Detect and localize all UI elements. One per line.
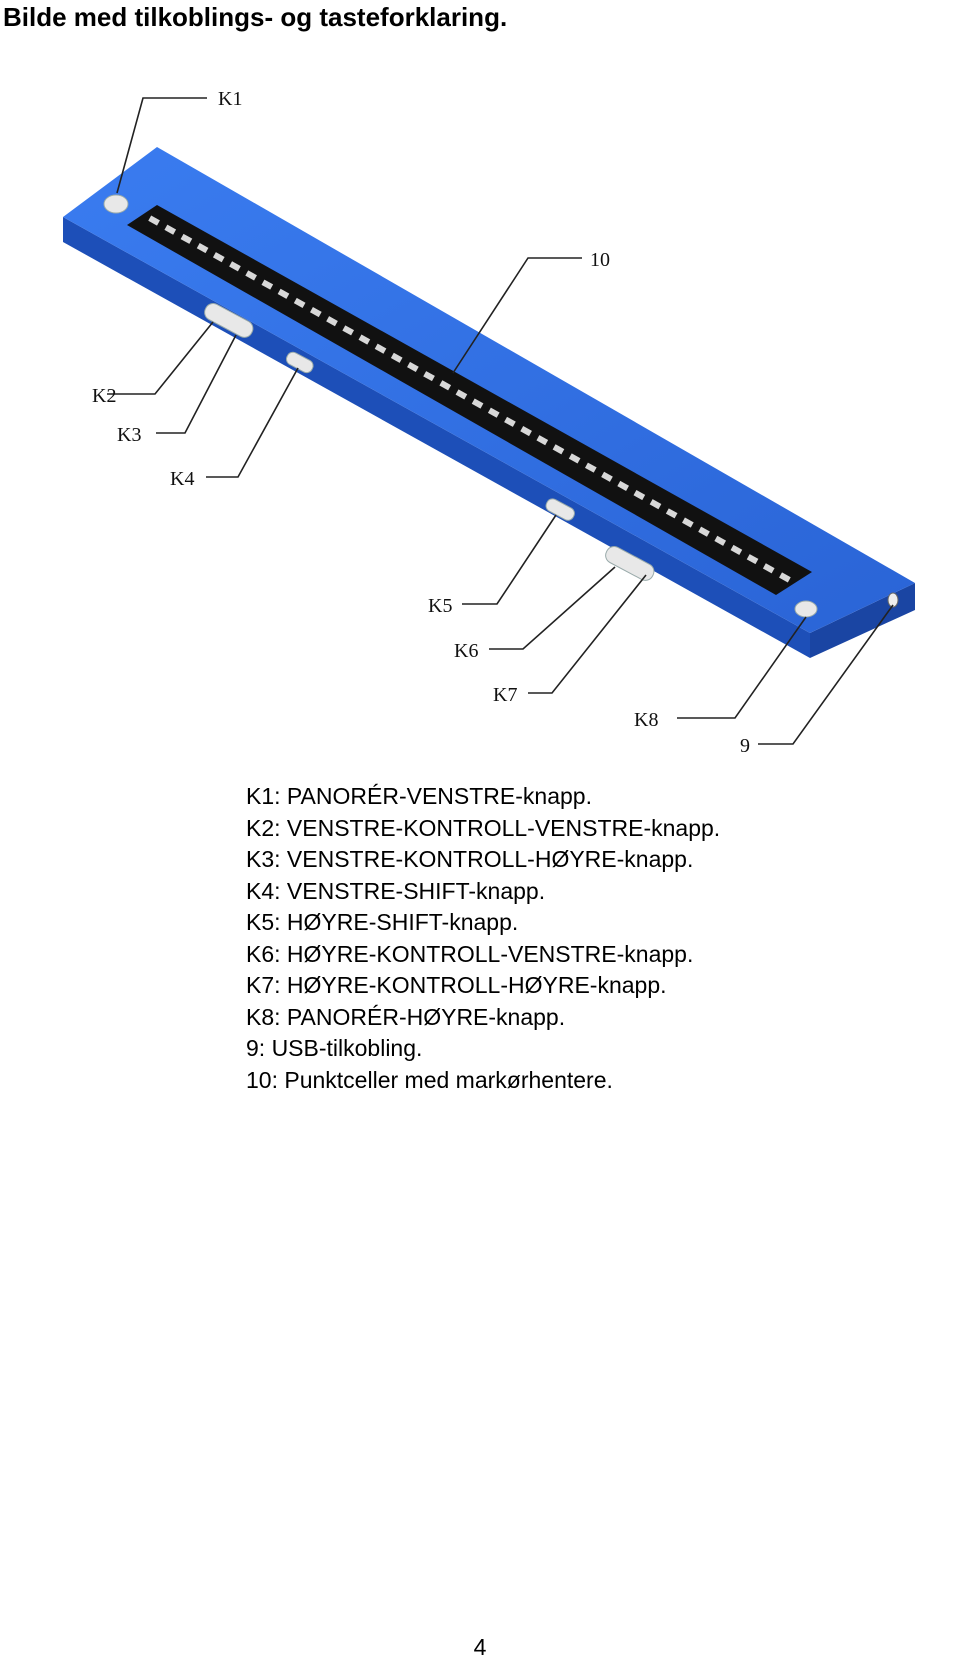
legend-item-9: 9: USB-tilkobling. xyxy=(246,1035,423,1061)
k6-k7-right-control-button[interactable] xyxy=(603,544,657,583)
braille-cell[interactable] xyxy=(698,526,710,537)
device-front-face xyxy=(63,217,810,658)
braille-cell[interactable] xyxy=(261,279,274,290)
braille-cell[interactable] xyxy=(552,444,565,455)
braille-cell[interactable] xyxy=(568,453,581,464)
legend-item-k4: K4: VENSTRE-SHIFT-knapp. xyxy=(246,877,546,904)
braille-cells xyxy=(148,215,791,583)
legend-item-10: 10: Punktceller med markørhentere. xyxy=(246,1066,613,1093)
k4-left-shift-button[interactable] xyxy=(284,350,315,375)
k1-pan-left-button[interactable] xyxy=(103,194,129,214)
braille-cell[interactable] xyxy=(649,499,662,510)
braille-cell[interactable] xyxy=(180,233,193,244)
braille-cell[interactable] xyxy=(520,425,532,437)
callout-9: 9 xyxy=(740,735,750,757)
callout-k3: K3 xyxy=(117,424,141,446)
braille-cell[interactable] xyxy=(164,224,177,235)
braille-cell[interactable] xyxy=(601,471,613,482)
braille-cell[interactable] xyxy=(439,380,452,391)
braille-cell[interactable] xyxy=(536,435,549,446)
callout-k5: K5 xyxy=(428,595,452,617)
callout-k2: K2 xyxy=(92,385,116,407)
legend-item-k5: K5: HØYRE-SHIFT-knapp. xyxy=(246,909,519,935)
braille-cell[interactable] xyxy=(245,270,257,281)
braille-cell[interactable] xyxy=(390,352,403,363)
callout-k6: K6 xyxy=(454,640,478,662)
braille-cell[interactable] xyxy=(374,343,387,354)
braille-cell[interactable] xyxy=(504,416,516,427)
braille-cell[interactable] xyxy=(293,297,306,308)
braille-cell[interactable] xyxy=(423,371,435,382)
braille-cell[interactable] xyxy=(342,325,355,336)
callout-k4: K4 xyxy=(170,468,194,490)
usb-port xyxy=(887,592,899,608)
k8-pan-right-button[interactable] xyxy=(794,600,818,618)
braille-display-figure: K1 10 K2 K3 K4 K5 K6 K7 K8 9 xyxy=(63,88,915,757)
legend-item-k6: K6: HØYRE-KONTROLL-VENSTRE-knapp. xyxy=(246,940,694,967)
braille-cell[interactable] xyxy=(212,252,225,263)
page-number: 4 xyxy=(473,1634,487,1660)
braille-cell[interactable] xyxy=(633,490,646,501)
page-heading: Bilde med tilkoblings- og tasteforklarin… xyxy=(3,2,508,32)
braille-cell[interactable] xyxy=(762,563,775,574)
braille-cell[interactable] xyxy=(730,544,743,556)
braille-cell-strip xyxy=(127,205,812,595)
button-legend: K1: PANORÉR-VENSTRE-knapp. K2: VENSTRE-K… xyxy=(246,781,720,1096)
braille-cell[interactable] xyxy=(455,389,468,400)
braille-cell[interactable] xyxy=(326,316,338,327)
k5-right-shift-button[interactable] xyxy=(544,497,577,523)
braille-cell[interactable] xyxy=(584,462,597,473)
braille-cell[interactable] xyxy=(714,535,727,546)
braille-cell[interactable] xyxy=(665,508,678,519)
braille-cell[interactable] xyxy=(471,398,484,409)
callout-lines xyxy=(107,97,894,745)
braille-cell[interactable] xyxy=(407,361,419,373)
legend-item-k8: K8: PANORÉR-HØYRE-knapp. xyxy=(246,1003,566,1030)
callout-k8: K8 xyxy=(634,709,658,731)
braille-cell[interactable] xyxy=(277,288,290,299)
legend-item-k7: K7: HØYRE-KONTROLL-HØYRE-knapp. xyxy=(246,972,667,998)
legend-item-k1: K1: PANORÉR-VENSTRE-knapp. xyxy=(246,783,592,809)
braille-cell[interactable] xyxy=(229,261,241,272)
braille-cell[interactable] xyxy=(148,215,160,226)
k2-k3-left-control-button[interactable] xyxy=(202,301,256,340)
braille-cell[interactable] xyxy=(358,334,371,345)
braille-cell[interactable] xyxy=(746,554,759,565)
callout-k7: K7 xyxy=(493,684,517,706)
braille-cell[interactable] xyxy=(779,572,791,583)
braille-cell[interactable] xyxy=(617,480,629,491)
braille-cell[interactable] xyxy=(487,407,500,418)
braille-cell[interactable] xyxy=(310,307,322,318)
braille-cell[interactable] xyxy=(682,517,694,528)
callout-k1: K1 xyxy=(218,88,242,110)
legend-item-k2: K2: VENSTRE-KONTROLL-VENSTRE-knapp. xyxy=(246,814,721,841)
callout-10: 10 xyxy=(590,249,610,271)
braille-cell[interactable] xyxy=(196,242,209,254)
legend-item-k3: K3: VENSTRE-KONTROLL-HØYRE-knapp. xyxy=(246,846,694,872)
